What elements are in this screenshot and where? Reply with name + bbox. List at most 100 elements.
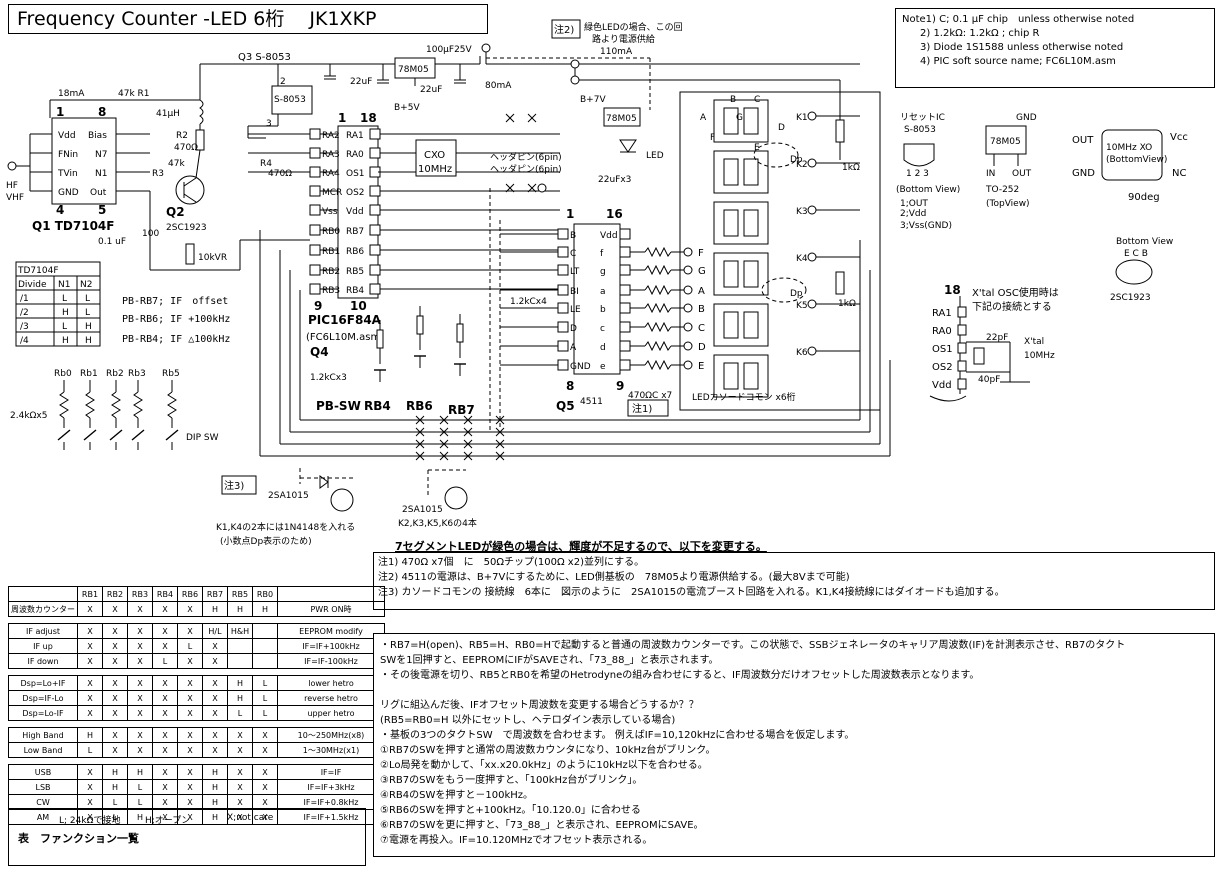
table-cell: X [227,764,253,780]
rb4-label: RB4 [364,399,391,413]
table-cell: X [102,705,128,721]
xo-label: (BottomView) [1106,155,1167,165]
r4-value: 470Ω [268,169,292,179]
table-cell: X [102,601,128,617]
diode-note: K1,K4の2本には1N4148を入れる [216,521,355,533]
table-cell: X [177,727,203,743]
dip-switch[interactable] [83,429,97,441]
seg-label: G [736,113,743,123]
reset-ic-label: S-8053 [274,95,306,105]
table-cell: LSB [8,779,78,795]
cxo-label: CXO [424,150,445,161]
table-cell [252,638,278,654]
ic4511-pin-label: d [600,343,606,353]
pin-pad [369,185,381,197]
td-table-cell: /2 [20,308,29,318]
xtal-pin-label: Vdd [932,380,952,391]
bottom-view-label: (Bottom View) [896,185,960,195]
table-header-cell [8,586,78,602]
table-cell [252,623,278,639]
rf-input-jack [7,161,17,171]
pin-pad [369,147,381,159]
td-table-cell: /4 [20,336,29,346]
pin-pad [309,204,321,216]
pin-pad [557,359,569,371]
table-cell: High Band [8,727,78,743]
table-cell: X [202,653,228,669]
table-cell: X [127,601,153,617]
dip-switch[interactable] [131,429,145,441]
seven-segment-digit [713,354,769,398]
pinheader-label: ヘッダピン(6pin) [490,151,562,163]
table-cell: upper hetro [277,705,385,721]
pb-note: PB-RB4; IF △100kHz [122,334,230,345]
td-table-cell: /1 [20,294,29,304]
reset-ic-package [903,143,935,167]
table-cell: H [202,764,228,780]
ic4511-pin8: 8 [566,379,574,393]
pin-pad [619,264,631,276]
transistor-label: 2SA1015 [402,505,443,515]
description-line: ⑥RB7のSWを更に押すと、「73_88_」と表示され、EEPROMにSAVE。 [380,820,704,831]
td-pin-label: TVin [57,169,78,179]
dip-switch[interactable] [57,429,71,441]
cap-100u-label: 100μF25V [426,45,473,55]
ic4511-pin-label: GND [570,362,591,372]
pin-pad [619,302,631,314]
table-cell: IF up [8,638,78,654]
q1-label: Q1 TD7104F [32,219,114,233]
ic-4511 [573,223,621,375]
dip-label: Rb3 [128,369,146,379]
dip-resistor-label: 2.4kΩx5 [10,411,47,421]
diode-note: (小数点Dp表示のため) [220,535,312,547]
transistor-q2 [175,175,205,205]
ic4511-pin-label: C [570,249,576,259]
pin-pad [309,128,321,140]
rb6-label: RB6 [406,399,433,413]
td-table-cell: H [85,336,92,346]
td-pin1: 1 [56,105,64,119]
transistor-2sa1015 [330,488,354,512]
table-cell: X [252,764,278,780]
ic4511-pin-label: f [600,249,604,259]
table-cell: X [177,779,203,795]
cathode-pin-label: K3 [796,207,808,217]
table-cell: 1〜30MHz(x1) [277,742,385,758]
td-pin-label: N1 [95,169,107,179]
xo-rotation: 90deg [1128,192,1160,203]
table-cell: X [177,690,203,706]
dipsw-label: DIP SW [186,433,219,443]
cathode-pin-label: K2 [796,160,808,170]
r2-label: R2 [176,131,188,141]
note-line: 2) 1.2kΩ: 1.2kΩ ; chip R [920,28,1040,39]
cathode-pin-label: K4 [796,254,808,264]
table-cell: X [77,601,103,617]
table-cell: L [252,675,278,691]
table-cell: X [177,623,203,639]
table-cell: X [227,742,253,758]
table-cell: L [152,653,178,669]
pin-pad [309,147,321,159]
table-cell: X [227,727,253,743]
q3-label: Q3 S-8053 [238,52,291,63]
pin-pad [309,224,321,236]
pic-pin-label: Vss [322,207,338,217]
dip-switch[interactable] [165,429,179,441]
dip-switch[interactable] [109,429,123,441]
table-cell: X [127,727,153,743]
seg-label: D [778,123,785,133]
table-header-cell: RB6 [177,586,203,602]
cathode-pin-label: K6 [796,348,808,358]
pin-pad [557,264,569,276]
ic4511-pin-label: B [570,231,576,241]
pin-pad [619,246,631,258]
description-line [380,683,1208,698]
to252-out: OUT [1012,169,1032,179]
pin-pad [309,283,321,295]
table-cell [227,653,253,669]
ic4511-pin-label: g [600,267,606,277]
ic4511-pin-label: Vdd [600,231,618,241]
